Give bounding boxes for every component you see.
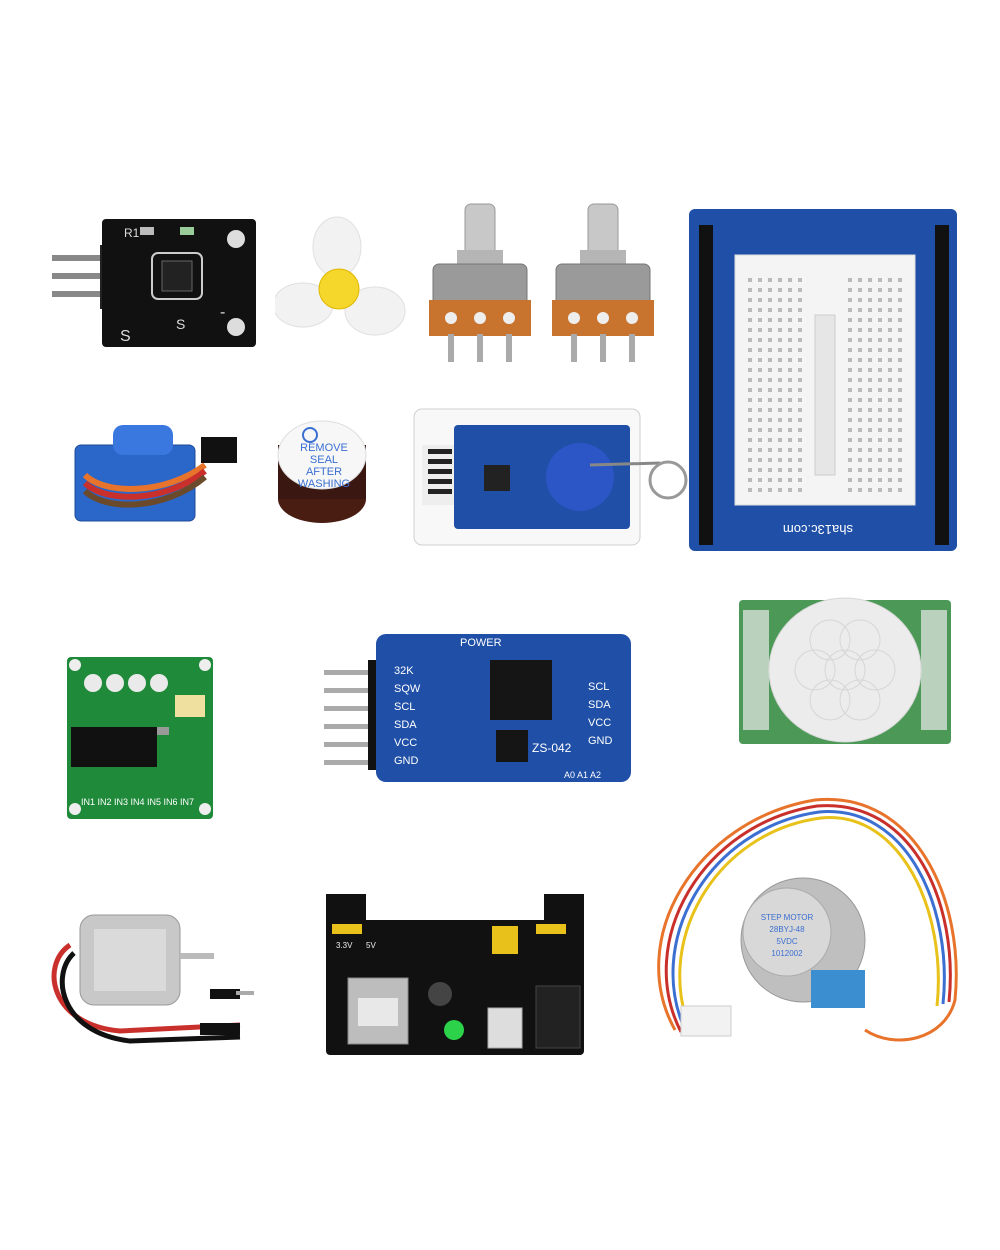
buzzer-sticker-line-2: SEAL — [310, 454, 338, 466]
ir-label-s2: S — [176, 316, 185, 332]
stepper-label-1: STEP MOTOR — [761, 913, 814, 922]
buzzer-sticker-line-1: REMOVE — [300, 442, 348, 454]
rtc-left-pin-3: SCL — [394, 701, 415, 713]
rtc-left-pin-4: SDA — [394, 719, 417, 731]
rtc-left-pin-2: SQW — [394, 683, 421, 695]
buzzer: REMOVE SEAL AFTER WASHING — [277, 420, 367, 523]
rtc-chip-label: ZS-042 — [532, 741, 572, 755]
rtc-addr-pins: A0 A1 A2 — [564, 770, 601, 780]
rtc-left-pin-6: GND — [394, 755, 419, 767]
proto-shield-breadboard: sha13c.com — [689, 209, 957, 551]
dc-motor — [51, 914, 254, 1044]
stepper-motor: STEP MOTOR 28BYJ-48 5VDC 1012002 — [657, 797, 958, 1042]
pir-motion-sensor — [739, 597, 951, 744]
rtc-right-pin-4: GND — [588, 735, 613, 747]
uln2003-driver-board: IN1 IN2 IN3 IN4 IN5 IN6 IN7 — [67, 657, 213, 819]
buzzer-sticker-line-4: WASHING — [298, 478, 350, 490]
rtc-right-pin-2: SDA — [588, 699, 611, 711]
stepper-label-4: 1012002 — [771, 949, 803, 958]
power-rail-label-2: 5V — [366, 941, 376, 950]
uln-input-labels: IN1 IN2 IN3 IN4 IN5 IN6 IN7 — [81, 797, 194, 807]
power-rail-label-1: 3.3V — [336, 941, 353, 950]
stepper-label-2: 28BYJ-48 — [769, 925, 805, 934]
rtc-left-pin-1: 32K — [394, 665, 414, 677]
rfid-module — [413, 408, 688, 546]
proto-shield-brand: sha13c.com — [783, 522, 853, 537]
buzzer-sticker-line-3: AFTER — [306, 466, 342, 478]
rtc-left-pin-5: VCC — [394, 737, 417, 749]
ir-label-r1: R1 — [124, 226, 140, 240]
ir-label-minus: - — [220, 304, 225, 321]
ir-receiver-module: R1 - S S — [52, 219, 256, 347]
fan-propeller — [275, 216, 406, 336]
breadboard-holes — [747, 275, 903, 495]
potentiometer-2 — [552, 203, 654, 362]
breadboard-power-module: 3.3V 5V — [326, 894, 584, 1055]
ds3231-rtc-module: POWER ZS-042 32K SQW SCL SDA VCC GND SCL… — [324, 634, 631, 782]
potentiometer-1 — [429, 203, 531, 362]
rtc-right-pin-1: SCL — [588, 681, 609, 693]
ir-label-s1: S — [120, 328, 131, 345]
servo-motor — [74, 425, 237, 522]
rtc-title: POWER — [460, 637, 502, 649]
stepper-label-3: 5VDC — [776, 937, 798, 946]
rtc-right-pin-3: VCC — [588, 717, 611, 729]
